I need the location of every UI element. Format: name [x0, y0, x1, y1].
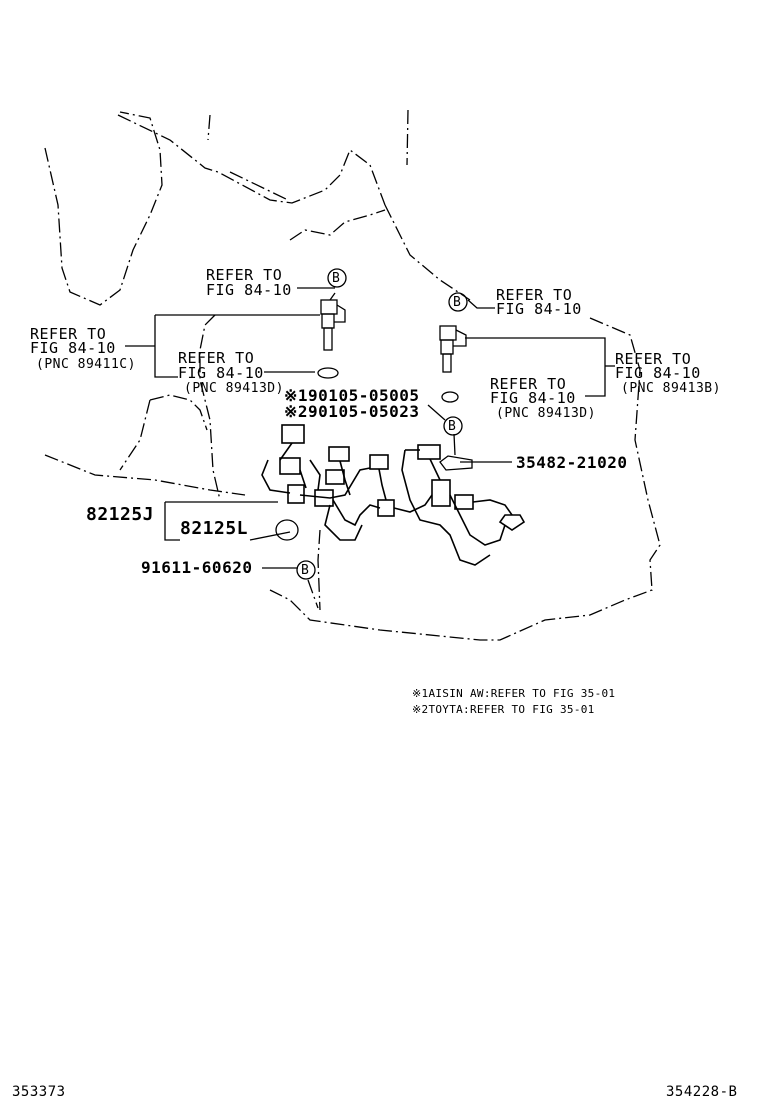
part-number-90105-05023: ※290105-05023: [284, 402, 420, 421]
part-number-91611-60620: 91611-60620: [141, 558, 253, 577]
callout-mid-right-pnc: (PNC 89413D): [496, 406, 596, 421]
part-number-35482-21020: 35482-21020: [516, 453, 628, 472]
speed-sensor-left: [320, 299, 346, 351]
marker-b-circles: [296, 268, 468, 580]
wire-harness: [261, 424, 526, 566]
callout-right-line2: FIG 84-10: [615, 364, 701, 382]
housing-outline: [44, 109, 661, 641]
callout-mid-left-line1: REFER TO: [178, 349, 255, 367]
callout-right-line1: REFER TO: [615, 350, 692, 368]
clamp: [439, 455, 473, 471]
leader-lines: [125, 287, 615, 569]
footer-right-code: 354228-B: [666, 1084, 738, 1100]
callout-mid-right-line1: REFER TO: [490, 375, 567, 393]
note-toyota: ※2TOYTA:REFER TO FIG 35-01: [412, 703, 595, 716]
callout-top-right-line2: FIG 84-10: [496, 300, 582, 318]
o-ring-upper-left: [317, 367, 339, 379]
footer-left-code: 353373: [12, 1084, 66, 1100]
part-number-82125l: 82125L: [180, 518, 249, 539]
callout-top-right-line1: REFER TO: [496, 286, 573, 304]
marker-b: B: [301, 563, 310, 578]
callout-right-pnc: (PNC 89413B): [621, 381, 721, 396]
o-ring-lower: [275, 519, 299, 541]
note-aisin: ※1AISIN AW:REFER TO FIG 35-01: [412, 687, 616, 700]
marker-b: B: [332, 271, 341, 286]
callout-left-line1: REFER TO: [30, 325, 107, 343]
o-ring-right: [441, 391, 459, 403]
part-number-90105-05005: ※190105-05005: [284, 386, 420, 405]
callout-top-left-line1: REFER TO: [206, 266, 283, 284]
part-number-82125j: 82125J: [86, 504, 155, 525]
marker-b: B: [453, 295, 462, 310]
speed-sensor-right: [439, 325, 467, 373]
callout-left-line2: FIG 84-10: [30, 339, 116, 357]
callout-top-left-line2: FIG 84-10: [206, 281, 292, 299]
callout-mid-left-pnc: (PNC 89413D): [184, 381, 284, 396]
marker-b: B: [448, 419, 457, 434]
callout-mid-left-line2: FIG 84-10: [178, 364, 264, 382]
callout-mid-right-line2: FIG 84-10: [490, 389, 576, 407]
callout-left-pnc: (PNC 89411C): [36, 357, 136, 372]
